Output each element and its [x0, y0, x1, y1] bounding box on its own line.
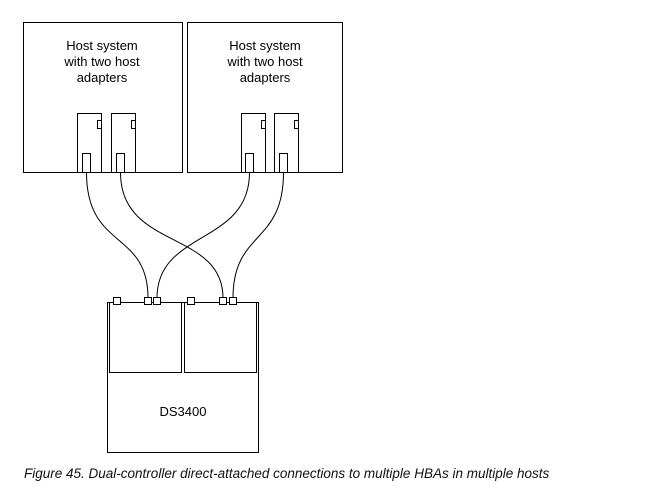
- connection-diagram: Host system with two host adapters Host …: [23, 22, 343, 453]
- host-2-label-line-1: Host system: [229, 38, 301, 53]
- cable-h2a1-to-controller-a: [156, 172, 250, 299]
- host-system-1: Host system with two host adapters: [23, 22, 183, 173]
- controller-b-port-2: [229, 297, 237, 305]
- cables: [86, 172, 284, 299]
- host-1-label-line-3: adapters: [77, 70, 128, 85]
- ds3400-enclosure: [107, 302, 259, 453]
- ds3400-subsystem: DS3400: [107, 297, 259, 453]
- ds3400-label: DS3400: [160, 404, 207, 419]
- controller-a-port-mgmt: [113, 297, 121, 305]
- host-1-box: [23, 22, 183, 173]
- controller-a-port-1: [144, 297, 152, 305]
- controller-a: [109, 302, 182, 373]
- controller-b-port-1: [219, 297, 227, 305]
- host-1-adapter-1: [77, 113, 102, 173]
- host-1-adapter-2: [111, 113, 136, 173]
- host-system-2: Host system with two host adapters: [187, 22, 343, 173]
- figure-caption: Figure 45. Dual-controller direct-attach…: [24, 466, 550, 481]
- cable-h1a1-to-controller-a: [86, 172, 149, 299]
- controller-a-port-2: [153, 297, 161, 305]
- host-2-label-line-3: adapters: [240, 70, 291, 85]
- host-2-label-line-2: with two host: [226, 54, 303, 69]
- host-2-adapter-2: [274, 113, 299, 173]
- host-1-label-line-1: Host system: [66, 38, 138, 53]
- host-2-adapter-1: [241, 113, 266, 173]
- cable-h2a2-to-controller-b: [232, 172, 284, 299]
- host-1-label-line-2: with two host: [63, 54, 140, 69]
- controller-b: [184, 302, 257, 373]
- controller-b-port-mgmt: [187, 297, 195, 305]
- cable-h1a2-to-controller-b: [120, 172, 224, 299]
